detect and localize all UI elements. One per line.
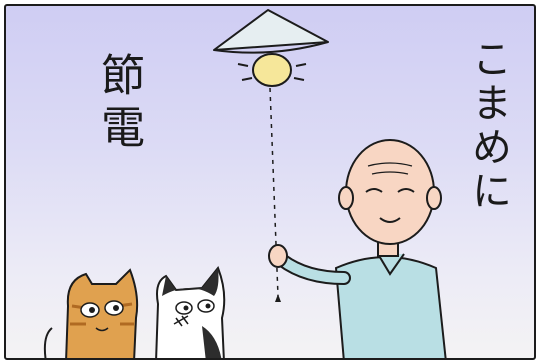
tabby-cat-figure (43, 268, 139, 358)
lamp-icon (213, 9, 329, 54)
old-man-figure (268, 139, 447, 358)
light-bulb-icon (237, 53, 307, 87)
caption-setsuden: 節電 (93, 52, 144, 156)
caption-komameni: こまめに (465, 38, 511, 214)
tuxedo-cat-figure (155, 266, 226, 358)
comic-illustration (43, 9, 447, 358)
pull-cord-icon (269, 87, 281, 302)
comic-panel: 節電 こまめに (4, 4, 536, 360)
